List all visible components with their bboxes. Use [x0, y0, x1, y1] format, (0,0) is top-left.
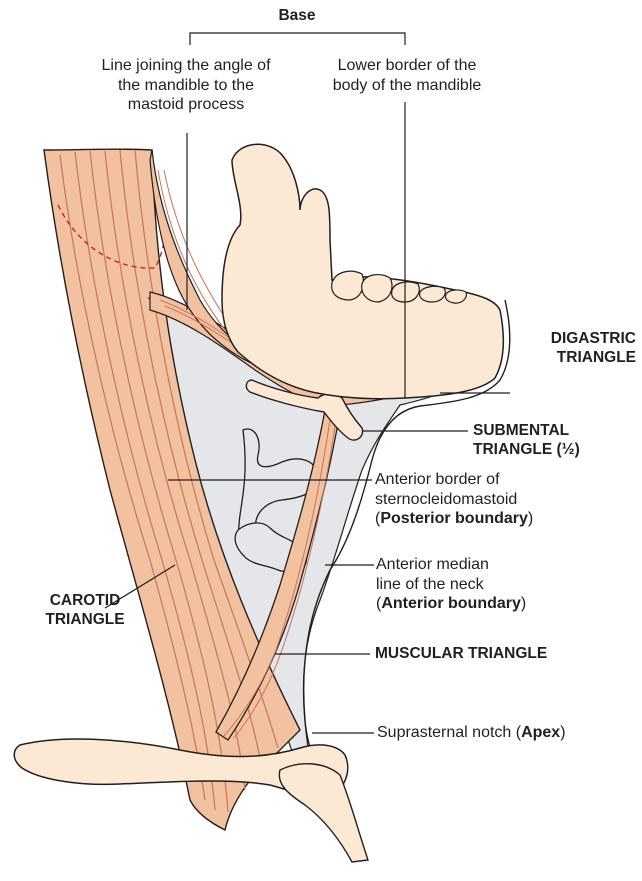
angle-line-text-3: mastoid process: [72, 95, 300, 115]
digastric-text-1: DIGASTRIC: [518, 330, 636, 349]
digastric-text-2: TRIANGLE: [518, 349, 636, 368]
lower-border-text-1: Lower border of the: [309, 56, 505, 76]
digastric-triangle-label: DIGASTRIC TRIANGLE: [518, 330, 636, 368]
posterior-text-1: Anterior border of: [375, 470, 640, 490]
posterior-text-2: sternocleidomastoid: [375, 490, 640, 510]
submental-text-2: TRIANGLE (½): [473, 441, 633, 460]
anterior-text-1: Anterior median: [376, 555, 638, 575]
posterior-text-3: (Posterior boundary): [375, 509, 640, 529]
angle-line-label: Line joining the angle of the mandible t…: [72, 56, 300, 115]
apex-label: Suprasternal notch (Apex): [377, 723, 639, 743]
mandible-teeth: [332, 271, 467, 303]
carotid-text-2: TRIANGLE: [30, 611, 140, 630]
anterior-boundary-label: Anterior median line of the neck (Anteri…: [376, 555, 638, 614]
anterior-text-3: (Anterior boundary): [376, 594, 638, 614]
anterior-text-2: line of the neck: [376, 575, 638, 595]
carotid-text-1: CAROTID: [30, 592, 140, 611]
posterior-boundary-label: Anterior border of sternocleidomastoid (…: [375, 470, 640, 529]
base-bracket: [190, 33, 405, 45]
sternum-bone: [279, 764, 368, 862]
lower-border-text-2: body of the mandible: [309, 76, 505, 96]
angle-line-text-2: the mandible to the: [72, 76, 300, 96]
submental-text-1: SUBMENTAL: [473, 422, 633, 441]
mandible-bone: [222, 144, 503, 398]
muscular-triangle-label: MUSCULAR TRIANGLE: [375, 645, 635, 664]
angle-line-text-1: Line joining the angle of: [72, 56, 300, 76]
base-label: Base: [247, 7, 347, 26]
submental-triangle-label: SUBMENTAL TRIANGLE (½): [473, 422, 633, 460]
lower-border-label: Lower border of the body of the mandible: [309, 56, 505, 95]
carotid-triangle-label: CAROTID TRIANGLE: [30, 592, 140, 630]
